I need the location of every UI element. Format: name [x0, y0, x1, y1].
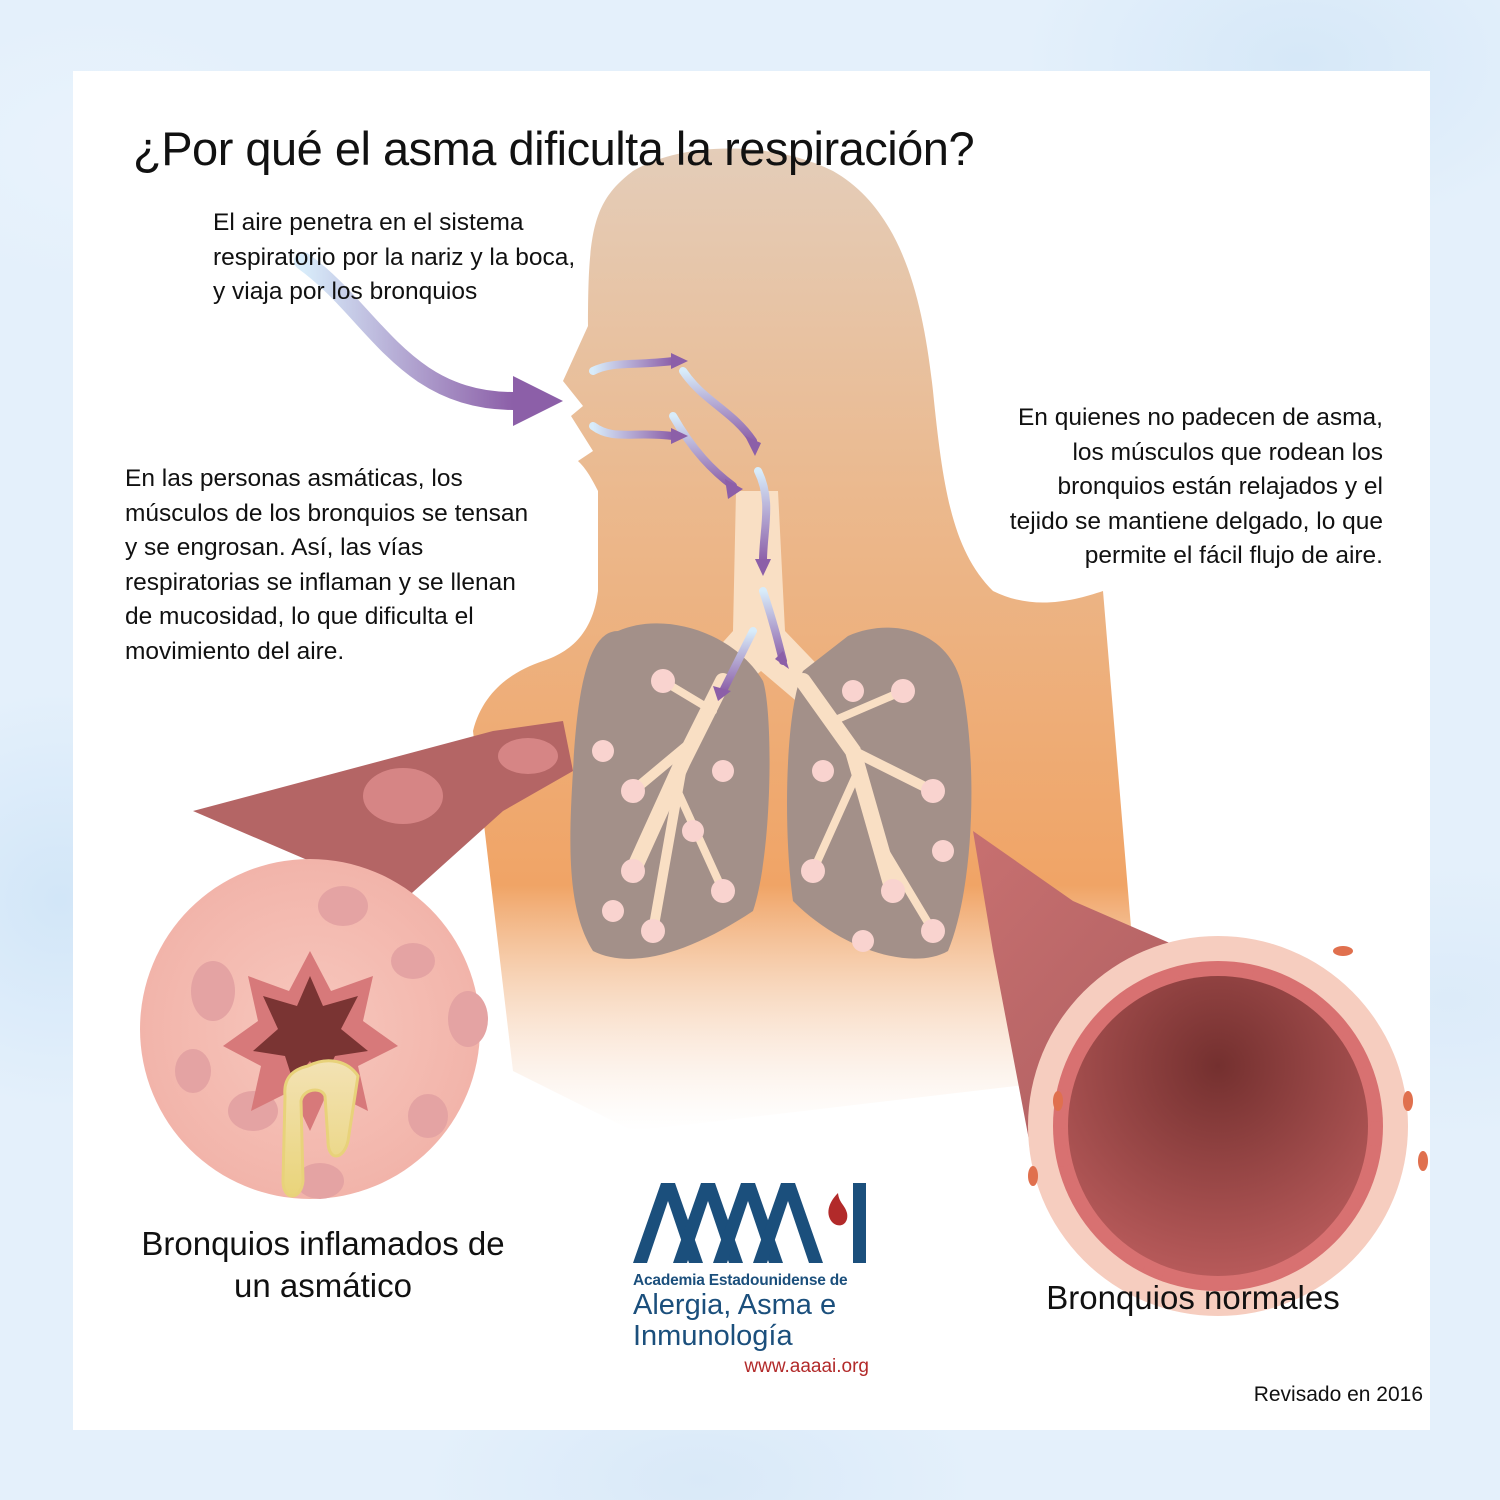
caption-inflamed-bronchi: Bronquios inflamados de un asmático: [141, 1225, 505, 1304]
page-title: ¿Por qué el asma dificulta la respiració…: [133, 122, 975, 175]
logo-line-allergy: Alergia, Asma e: [633, 1289, 837, 1321]
website-link[interactable]: www.aaaai.org: [744, 1356, 869, 1377]
intro-text: El aire penetra en el sistema respirator…: [213, 209, 576, 305]
mucus-plug: [281, 1059, 360, 1198]
inflamed-bronchus-cross-section: [140, 859, 488, 1199]
normal-bronchus-cross-section: [1028, 936, 1428, 1316]
aaaai-logo-mark: [633, 1183, 866, 1263]
asthmatic-description: En las personas asmáticas, los músculos …: [125, 465, 529, 665]
alveoli: [592, 669, 954, 952]
revision-date: Revisado en 2016: [1253, 1383, 1423, 1406]
arrow-heads: [513, 353, 789, 701]
flame-icon: [828, 1193, 848, 1226]
respiratory-illustration: [140, 148, 1428, 1316]
normal-description: En quienes no padecen de asma, los múscu…: [1009, 404, 1383, 569]
caption-normal-bronchi: Bronquios normales: [1046, 1279, 1340, 1316]
aaaai-logo: Academia Estadounidense de Alergia, Asma…: [633, 1183, 893, 1378]
logo-line-immunology: Inmunología: [633, 1320, 793, 1352]
smooth-muscle-dots: [1028, 946, 1428, 1186]
logo-line-academy: Academia Estadounidense de: [633, 1272, 848, 1289]
bronchial-trees: [625, 673, 938, 936]
infographic-panel: ¿Por qué el asma dificulta la respiració…: [73, 71, 1430, 1430]
